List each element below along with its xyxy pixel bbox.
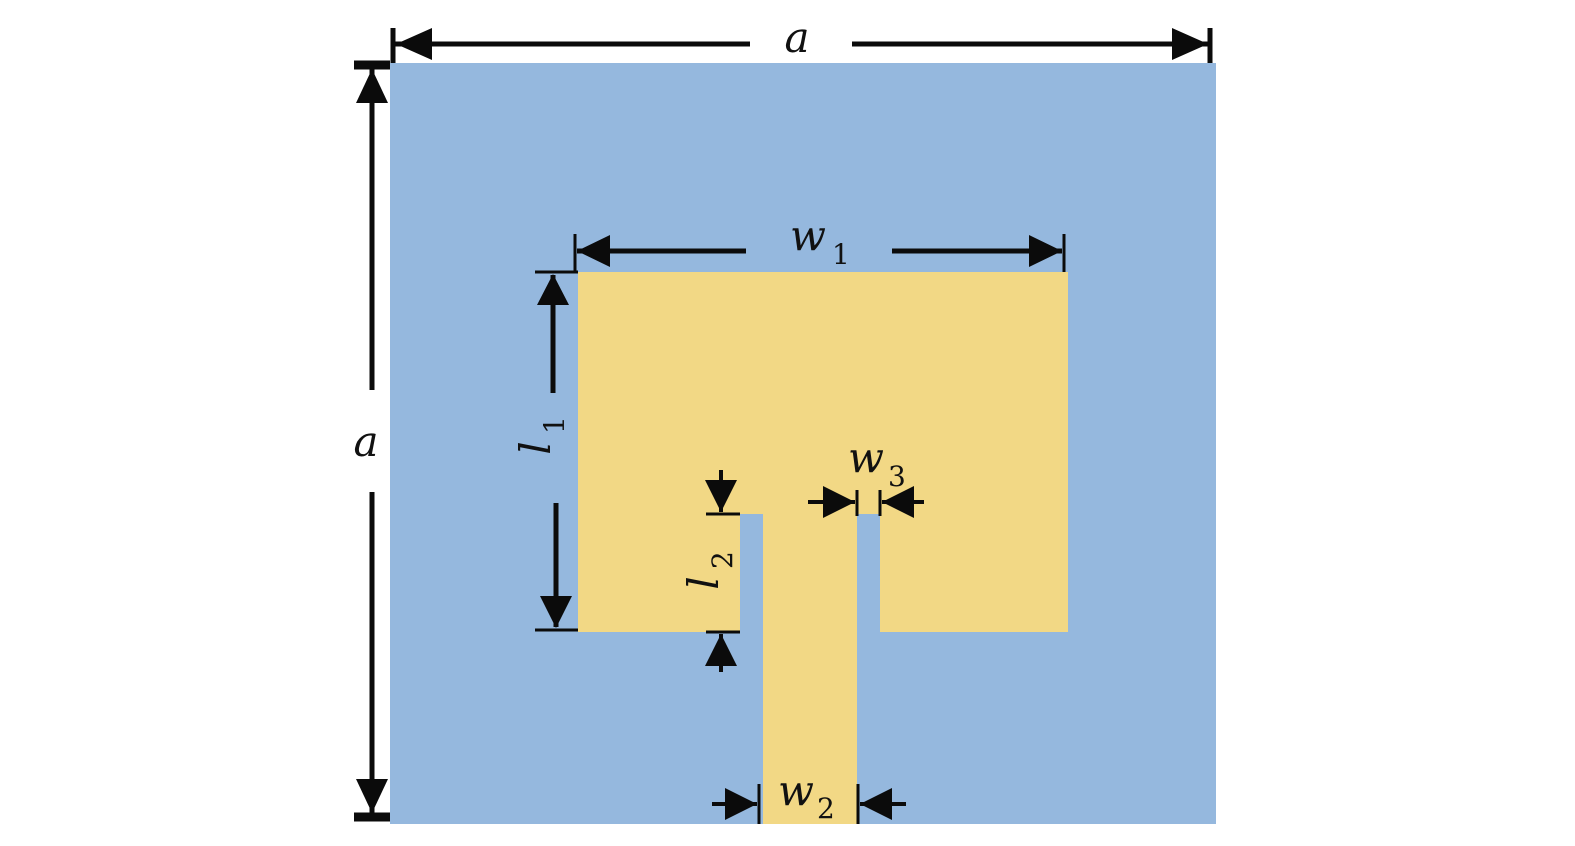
dimension-w3: [808, 486, 924, 518]
dimension-w1: [573, 234, 1066, 272]
label-w2-subscript: 2: [817, 792, 835, 825]
radiating-patch-with-feed: [578, 272, 1068, 824]
label-l1: l 1: [511, 416, 571, 455]
label-w3: w: [848, 433, 884, 482]
svg-text:l: l: [679, 576, 728, 589]
dimension-w2: [712, 784, 906, 824]
dimension-l2: [705, 470, 740, 672]
label-w1: w: [790, 211, 826, 260]
label-w1-subscript: 1: [832, 238, 850, 271]
svg-text:2: 2: [706, 551, 739, 569]
label-w3-subscript: 3: [888, 460, 906, 493]
label-a-left: a: [353, 417, 378, 466]
dimension-a-left: [354, 60, 390, 822]
label-a-top: a: [784, 13, 809, 62]
dimension-l1: [535, 270, 578, 632]
label-l2: l 2: [679, 551, 739, 590]
svg-text:l: l: [511, 441, 560, 454]
svg-text:1: 1: [538, 416, 571, 434]
label-w2: w: [778, 766, 814, 815]
dimension-a-top: [390, 28, 1213, 63]
